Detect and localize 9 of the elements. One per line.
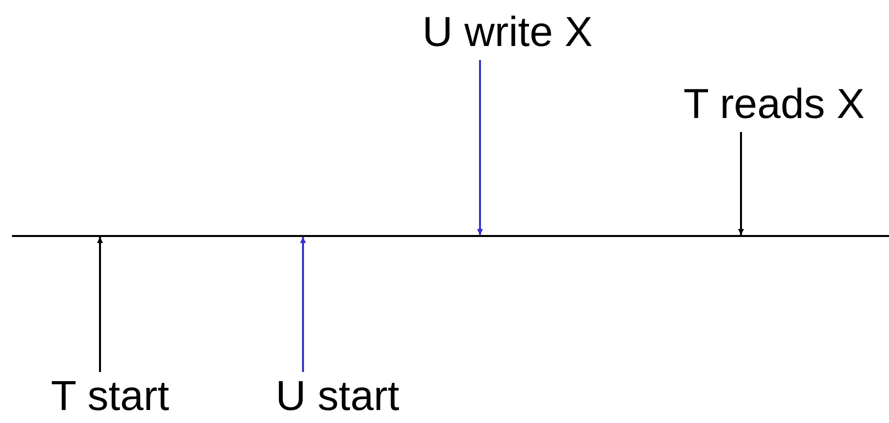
- event-label: T start: [30, 372, 190, 423]
- arrow: [738, 132, 744, 235]
- timeline-bar: [12, 235, 889, 237]
- event-label: T reads X: [658, 80, 889, 132]
- arrow: [477, 60, 483, 235]
- arrow: [97, 237, 103, 372]
- event-label: U write X: [395, 8, 620, 60]
- arrow: [300, 237, 306, 372]
- event-label: U start: [255, 372, 420, 423]
